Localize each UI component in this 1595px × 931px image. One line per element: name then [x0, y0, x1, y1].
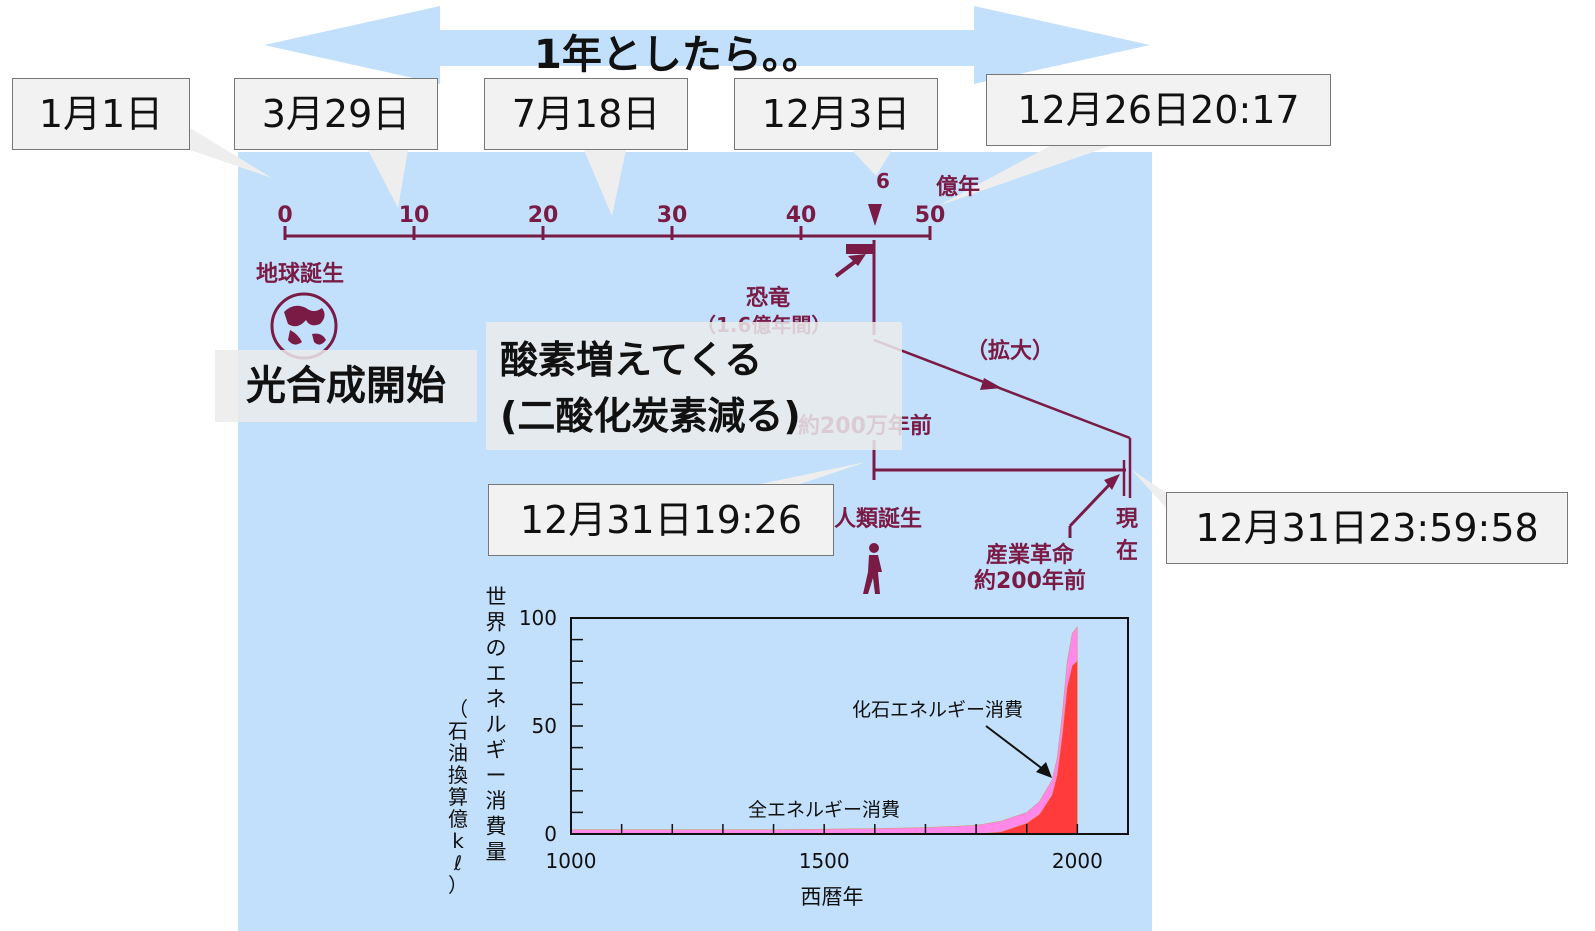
expand-line: [873, 338, 1131, 440]
timeline-tick-label: 20: [528, 203, 559, 228]
earth-birth-label: 地球誕生: [256, 261, 344, 287]
fossil-series-pointer: [985, 725, 1045, 771]
total-series-label: 全エネルギー消費: [748, 799, 900, 821]
fossil-energy-area: [571, 660, 1078, 835]
marker-arrow: [868, 204, 882, 226]
expand-label: （拡大）: [966, 339, 1054, 364]
oxygen-note: 酸素増えてくる (二酸化炭素減る): [486, 322, 902, 450]
human-birth-label: 人類誕生: [834, 506, 922, 532]
dinosaur-label: 恐竜: [746, 285, 790, 311]
present-label-2: 在: [1116, 538, 1138, 564]
industrial-pointer: [1068, 482, 1112, 528]
chart-y-axis-label: 世界のエネルギー消費量: [486, 585, 507, 864]
callout-mar29: 3月29日: [234, 78, 438, 150]
chart-x-tick-label: 1500: [799, 849, 850, 873]
industrial-revolution-label: 産業革命: [986, 542, 1075, 568]
callout-pointer-jul18: [584, 150, 626, 216]
present-label-1: 現: [1116, 507, 1138, 532]
callout-dec31-evening: 12月31日19:26: [488, 484, 834, 556]
timeline-tick-label: 10: [399, 203, 430, 228]
fossil-series-label: 化石エネルギー消費: [852, 699, 1023, 721]
chart-y-tick-label: 100: [519, 606, 557, 630]
total-energy-area: [570, 625, 1078, 835]
callout-dec31-final: 12月31日23:59:58: [1166, 492, 1568, 564]
callout-dec26: 12月26日20:17: [986, 74, 1331, 146]
marker-label: 6: [876, 169, 890, 193]
axis-unit-label: 億年: [936, 174, 980, 200]
human-icon: [863, 543, 882, 594]
dinosaur-period-bar: [846, 244, 874, 254]
industrial-ago-label: 約200年前: [974, 568, 1086, 594]
expand-arrow-head: [980, 378, 1002, 390]
earth-icon: [270, 292, 338, 360]
callout-jul18: 7月18日: [484, 78, 688, 150]
callout-pointer-dec31a: [760, 462, 866, 484]
chart-x-tick-label: 1000: [546, 849, 597, 873]
oxygen-note-line1: 酸素増えてくる: [500, 338, 763, 382]
callout-pointer-dec31b: [1132, 470, 1168, 510]
photosynthesis-note: 光合成開始: [215, 350, 477, 422]
callout-pointer-jan1: [190, 128, 272, 178]
chart-y-tick-label: 50: [532, 714, 557, 738]
callout-jan1: 1月1日: [12, 78, 190, 150]
chart-y-tick-label: 0: [544, 822, 557, 846]
timeline-tick-label: 30: [657, 203, 688, 228]
chart-x-tick-label: 2000: [1052, 849, 1103, 873]
timeline-tick-label: 0: [277, 203, 292, 228]
timeline-ticks: 0 10 20 30 40 50: [277, 203, 945, 240]
oxygen-note-line2: (二酸化炭素減る): [500, 394, 801, 438]
callout-pointer-dec3: [852, 150, 892, 176]
callout-dec3: 12月3日: [734, 78, 938, 150]
callout-pointer-mar29: [368, 150, 408, 208]
timeline-tick-label: 50: [915, 203, 946, 228]
chart-x-axis-label: 西暦年: [801, 885, 864, 909]
callout-pointer-dec26: [938, 146, 1110, 206]
slide-title: 1年としたら。。: [534, 32, 822, 78]
timeline-tick-label: 40: [786, 203, 817, 228]
